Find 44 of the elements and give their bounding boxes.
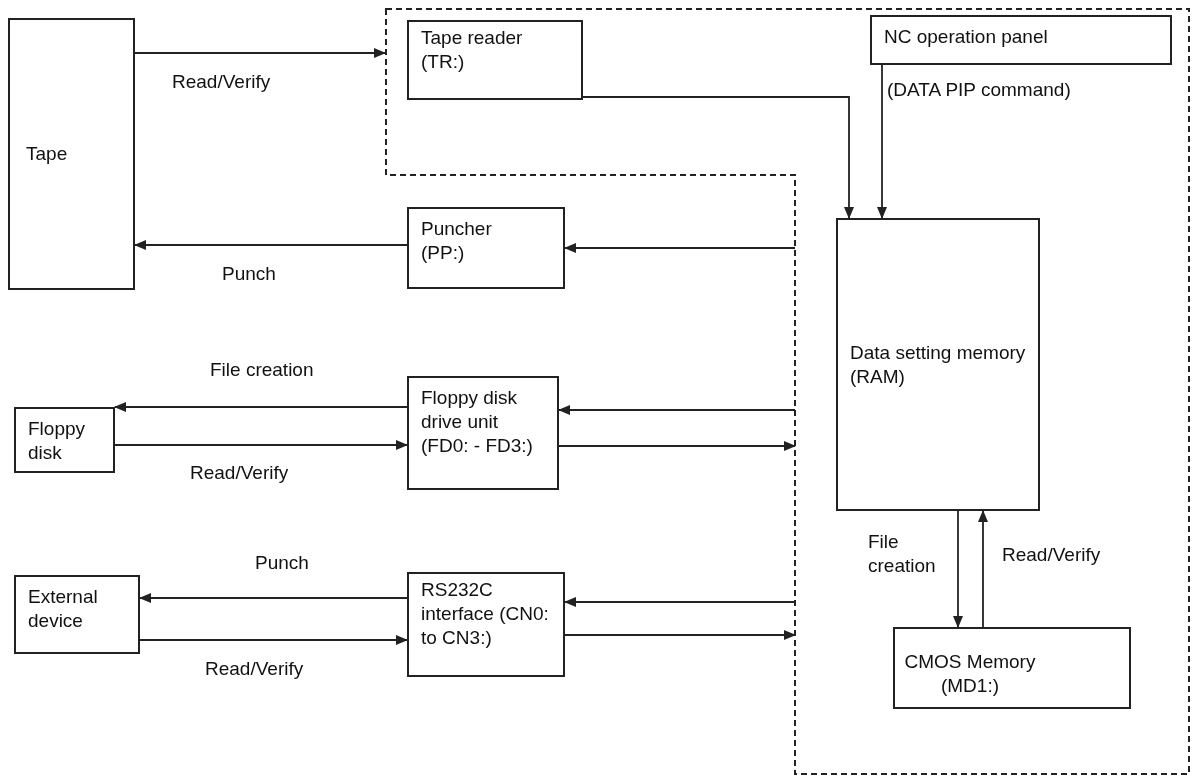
- arrow: [114, 440, 408, 450]
- node-label: Tape reader (TR:): [421, 26, 524, 74]
- arrow: [558, 405, 796, 415]
- process-box: [407, 572, 565, 677]
- node-label: Floppy disk drive unit (FD0: - FD3:): [421, 386, 533, 458]
- edge-label: Read/Verify: [190, 461, 289, 485]
- node-label: Tape: [26, 142, 68, 166]
- arrow: [953, 510, 963, 628]
- node-label: CMOS Memory (MD1:): [903, 650, 1037, 698]
- node-label: RS232C interface (CN0: to CN3:): [421, 578, 550, 650]
- arrow: [564, 597, 796, 607]
- process-box: [407, 20, 583, 100]
- arrow: [978, 510, 988, 628]
- node-label: Data setting memory (RAM): [850, 340, 1027, 389]
- arrow: [564, 630, 796, 640]
- edge-label: File creation: [868, 530, 937, 578]
- device-box: [8, 18, 135, 290]
- edge-label: Read/Verify: [172, 70, 271, 94]
- memory-box: [836, 218, 1040, 511]
- arrow: [582, 96, 854, 219]
- arrow: [139, 593, 408, 603]
- memory-box: [893, 627, 1131, 709]
- edge-label: Read/Verify: [1002, 543, 1101, 567]
- arrow: [877, 64, 887, 219]
- node-label: NC operation panel: [884, 25, 1048, 49]
- process-box: [407, 376, 559, 490]
- arrow: [134, 48, 386, 58]
- node-label: Puncher (PP:): [421, 217, 493, 265]
- arrow: [558, 441, 796, 451]
- arrow: [114, 402, 408, 412]
- edge-label: (DATA PIP command): [887, 78, 1071, 102]
- process-box: [407, 207, 565, 289]
- edge-label: Punch: [222, 262, 276, 286]
- node-label: External device: [28, 585, 99, 633]
- arrow: [139, 635, 408, 645]
- device-box: [14, 407, 115, 473]
- edge-label: Read/Verify: [205, 657, 304, 681]
- node-label: Floppy disk: [28, 417, 87, 465]
- device-box: [14, 575, 140, 654]
- process-box: [870, 15, 1172, 65]
- edge-label: Punch: [255, 551, 309, 575]
- arrow: [564, 243, 796, 253]
- arrow: [134, 240, 408, 250]
- edge-label: File creation: [210, 358, 314, 382]
